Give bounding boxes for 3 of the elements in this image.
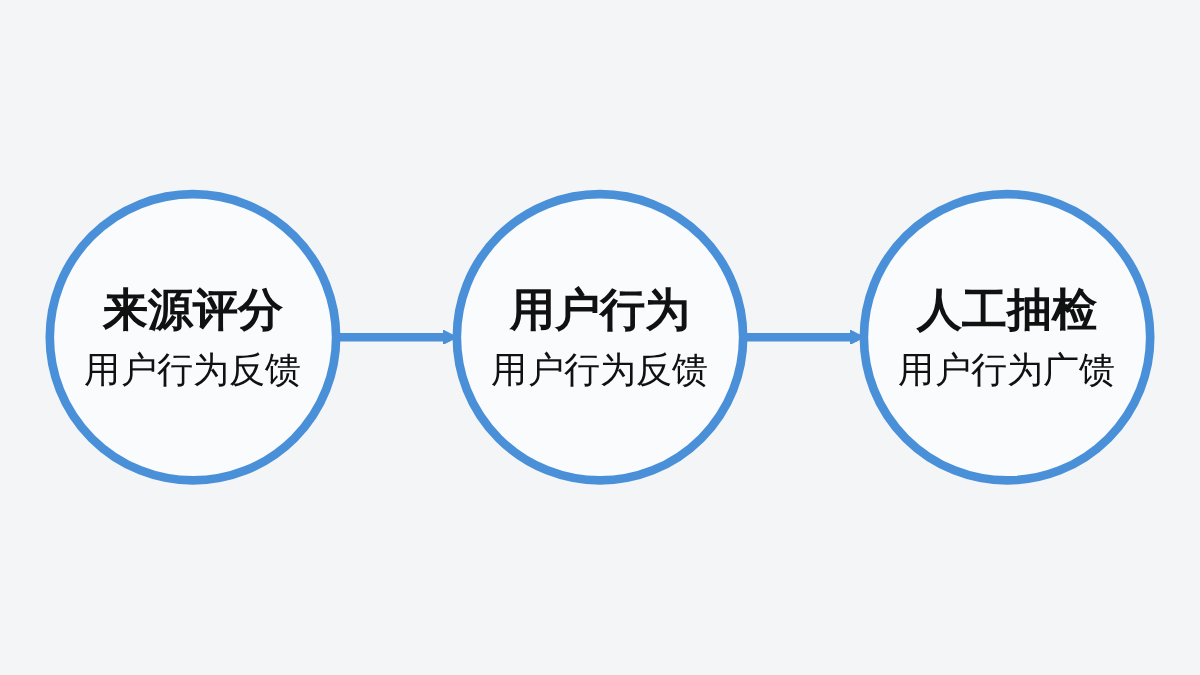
node-circle: 来源评分 用户行为反馈 [45,190,341,485]
node-circle: 人工抽检 用户行为广馈 [859,190,1155,485]
node-circle: 用户行为 用户行为反馈 [452,190,748,485]
